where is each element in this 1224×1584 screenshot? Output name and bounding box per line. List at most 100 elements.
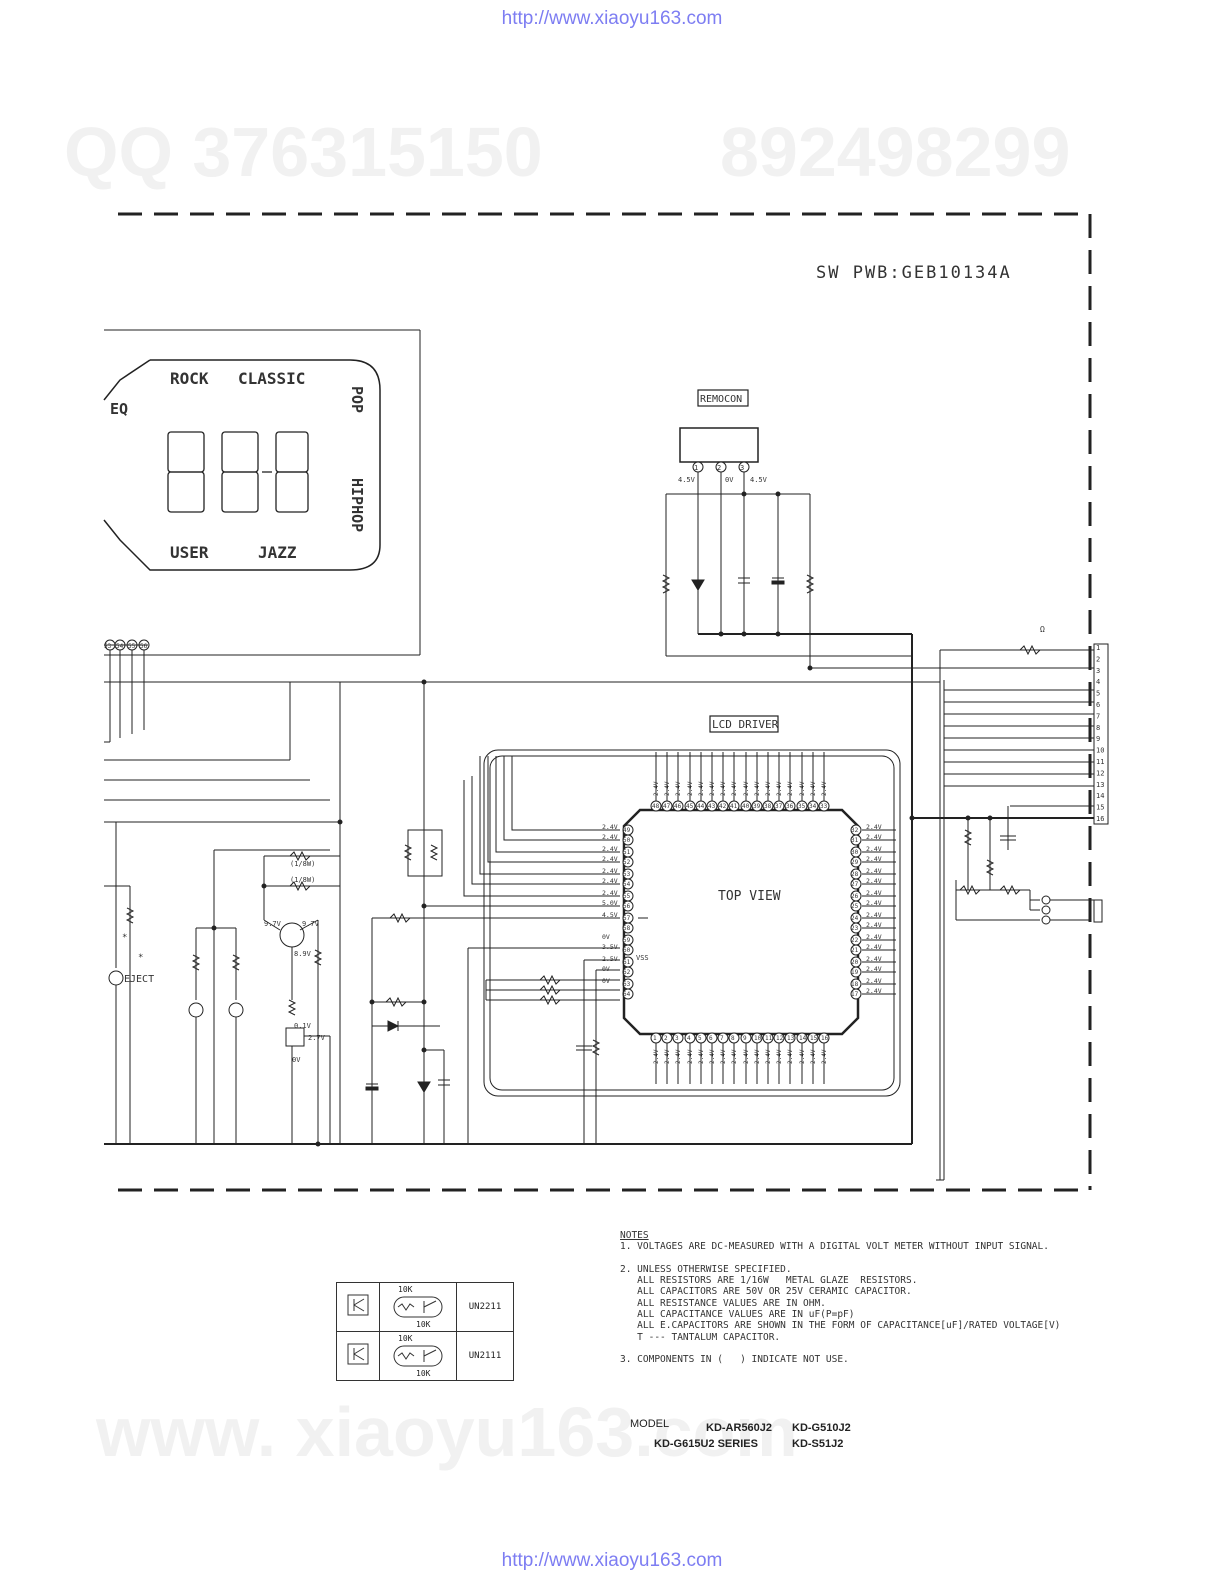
- lcd-driver-label: LCD DRIVER: [712, 718, 779, 731]
- lcd-bottom-pin-voltage: 2.4V: [687, 1049, 694, 1064]
- lcd-right-pin-voltage: 2.4V: [866, 911, 882, 919]
- lcd-top-pin-number: 35: [798, 803, 806, 810]
- lcd-bottom-pin-number: 15: [810, 1035, 818, 1042]
- lcd-bottom-pin-voltage: 2.4V: [810, 1049, 817, 1064]
- lcd-bottom-pin: [818, 1032, 830, 1044]
- r1-value: 10K: [398, 1285, 413, 1294]
- transistor-symbol-cell: [336, 1282, 380, 1332]
- note-2a: ALL RESISTORS ARE 1/16W METAL GLAZE RESI…: [620, 1275, 918, 1287]
- lcd-top-pin-number: 48: [652, 803, 660, 810]
- segment-lines: [104, 639, 150, 743]
- note-2: 2. UNLESS OTHERWISE SPECIFIED.: [620, 1263, 792, 1275]
- lcd-right-pin-voltage: 2.4V: [866, 855, 882, 863]
- lcd-top-pin-voltage: 2.4V: [720, 781, 727, 796]
- lcd-left-pin-voltage: 0V: [602, 977, 610, 985]
- lcd-bottom-pin: [796, 1032, 808, 1044]
- lcd-left-pin-number: 59: [623, 937, 631, 944]
- lcd-right-pin-voltage: 2.4V: [866, 899, 882, 907]
- model-2: KD-G510J2: [792, 1422, 851, 1434]
- lcd-left-pin: [622, 966, 634, 978]
- lcd-top-pin-voltage: 2.4V: [709, 781, 716, 796]
- lcd-top-pin: [684, 800, 696, 812]
- lcd-bottom-pin-voltage: 2.4V: [754, 1049, 761, 1064]
- middle-circuit: [365, 822, 450, 1144]
- lcd-top-pin-voltage: 2.4V: [743, 781, 750, 796]
- lcd-right-pin-number: 28: [851, 871, 859, 878]
- lcd-top-pin: [740, 800, 752, 812]
- voltage-8-9v: 8.9V: [294, 950, 312, 958]
- board-label: SW PWB:GEB10134A: [816, 263, 1012, 283]
- top-url[interactable]: http://www.xiaoyu163.com: [501, 8, 723, 29]
- lcd-right-pin-voltage: 2.4V: [866, 877, 882, 885]
- lcd-bottom-pin-number: 14: [799, 1035, 807, 1042]
- watermark-qq-left: QQ 376315150: [64, 113, 543, 191]
- lcd-bottom-pin-voltage: 2.4V: [776, 1049, 783, 1064]
- lcd-top-pin-number: 42: [719, 803, 727, 810]
- lcd-top-pin: [695, 800, 707, 812]
- lcd-left-pin: [622, 856, 634, 868]
- lcd-right-pin-voltage: 2.4V: [866, 943, 882, 951]
- remocon-box: [697, 389, 749, 407]
- lcd-left-pin-voltage: 2.4V: [602, 877, 618, 885]
- lcd-top-pin-number: 33: [820, 803, 828, 810]
- lcd-top-pin: [807, 800, 819, 812]
- lcd-bottom-pin-number: 11: [765, 1035, 773, 1042]
- lcd-bottom-pin-voltage: 2.4V: [787, 1049, 794, 1064]
- note-2b: ALL CAPACITORS ARE 50V OR 25V CERAMIC CA…: [620, 1286, 912, 1298]
- lcd-left-pin-voltage: 3.5V: [602, 943, 618, 951]
- lcd-bottom-pin: [751, 1032, 763, 1044]
- lcd-left-pin: [622, 878, 634, 890]
- segment-pin-56: 56: [140, 643, 148, 650]
- lcd-left-pin-voltage: 0V: [602, 933, 610, 941]
- connector-pin-number: 4: [1096, 678, 1100, 686]
- lcd-bottom-pin-voltage: 2.4V: [743, 1049, 750, 1064]
- bottom-url[interactable]: http://www.xiaoyu163.com: [501, 1550, 723, 1571]
- segment-pin-55: 55: [128, 643, 136, 650]
- remocon-pin-3: 3: [740, 464, 744, 472]
- lcd-bottom-pin: [728, 1032, 740, 1044]
- lcd-right-pin: [850, 900, 862, 912]
- lcd-driver-chip: [483, 749, 901, 1097]
- lcd-right-pin-voltage: 2.4V: [866, 845, 882, 853]
- lcd-top-pin-voltage: 2.4V: [799, 781, 806, 796]
- lcd-left-pin-voltage: 2.4V: [602, 855, 618, 863]
- lcd-bottom-pin: [717, 1032, 729, 1044]
- lcd-right-pin: [850, 944, 862, 956]
- lcd-top-pin-voltage: 2.4V: [810, 781, 817, 796]
- voltage-9-7v-b: 9.7V: [302, 920, 320, 928]
- lcd-left-pin-voltage: 4.5V: [602, 911, 618, 919]
- connector-pin-number: 11: [1096, 758, 1104, 766]
- lcd-right-pin-number: 26: [851, 893, 859, 900]
- lcd-left-pin-number: 55: [623, 893, 631, 900]
- lcd-left-pin-voltage: 5.0V: [602, 899, 618, 907]
- lcd-bottom-pin-voltage: 2.4V: [664, 1049, 671, 1064]
- lcd-left-pin-number: 57: [623, 915, 631, 922]
- lcd-left-pin: [622, 922, 634, 934]
- lcd-bottom-pin-lines: [655, 1038, 825, 1084]
- lcd-right-pin-voltage: 2.4V: [866, 977, 882, 985]
- lcd-bottom-pin: [695, 1032, 707, 1044]
- lcd-right-pin-number: 21: [851, 947, 859, 954]
- connector-pin-number: 16: [1096, 815, 1104, 823]
- table-row: 10K 10K UN2211: [336, 1282, 514, 1332]
- lcd-bottom-pin-number: 4: [687, 1035, 691, 1042]
- display-pop: POP: [348, 386, 366, 413]
- r2-value: 10K: [416, 1369, 431, 1378]
- lcd-right-pin-voltage: 2.4V: [866, 833, 882, 841]
- lcd-bottom-pin: [706, 1032, 718, 1044]
- lcd-top-pin-lines: [655, 752, 825, 806]
- note-2f: T --- TANTALUM CAPACITOR.: [620, 1331, 781, 1343]
- lcd-right-pin-number: 31: [851, 837, 859, 844]
- lcd-top-pin: [661, 800, 673, 812]
- lcd-left-pin: [622, 900, 634, 912]
- part-cell: UN2211: [456, 1282, 514, 1332]
- lcd-left-pin: [622, 988, 634, 1000]
- top-view-label: TOP VIEW: [718, 889, 781, 904]
- lcd-bottom-pin-number: 3: [675, 1035, 679, 1042]
- lcd-bottom-pin-number: 1: [653, 1035, 657, 1042]
- lcd-top-pin-number: 36: [786, 803, 794, 810]
- lcd-right-pin-number: 27: [851, 881, 859, 888]
- r1-value: 10K: [398, 1334, 413, 1343]
- lcd-right-pin-number: 25: [851, 903, 859, 910]
